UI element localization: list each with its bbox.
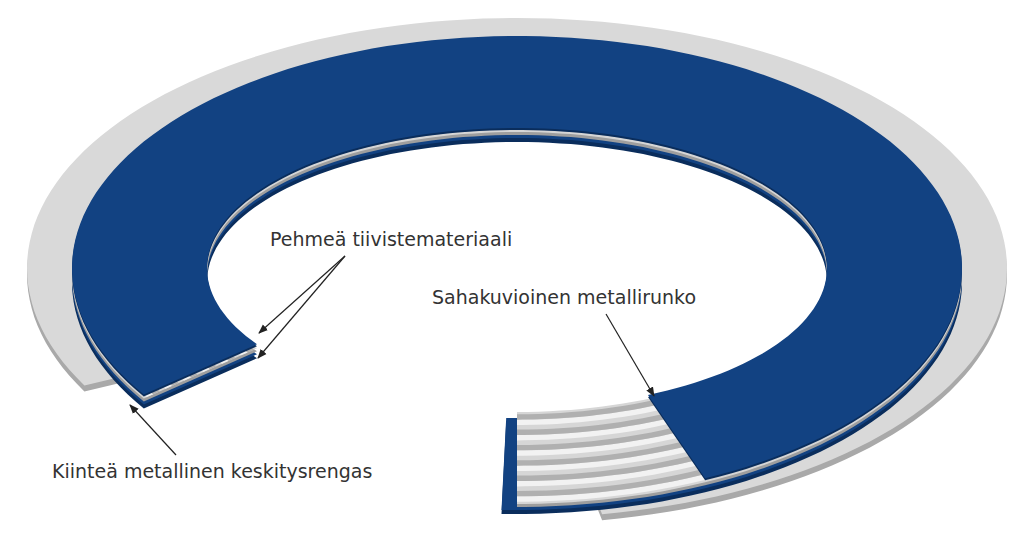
leader-line	[130, 405, 176, 455]
gasket-ring	[27, 18, 1007, 520]
part-label: Kiinteä metallinen keskitysrengas	[52, 460, 372, 483]
leader-line	[259, 256, 345, 333]
seal-layer-upper	[72, 36, 962, 478]
centering-ring	[27, 18, 1007, 514]
part-label: Sahakuvioinen metallirunko	[432, 286, 696, 309]
leader-line	[258, 256, 345, 358]
part-label: Pehmeä tiivistemateriaali	[270, 228, 512, 251]
leader-line	[606, 314, 654, 396]
leader-lines	[130, 256, 654, 455]
